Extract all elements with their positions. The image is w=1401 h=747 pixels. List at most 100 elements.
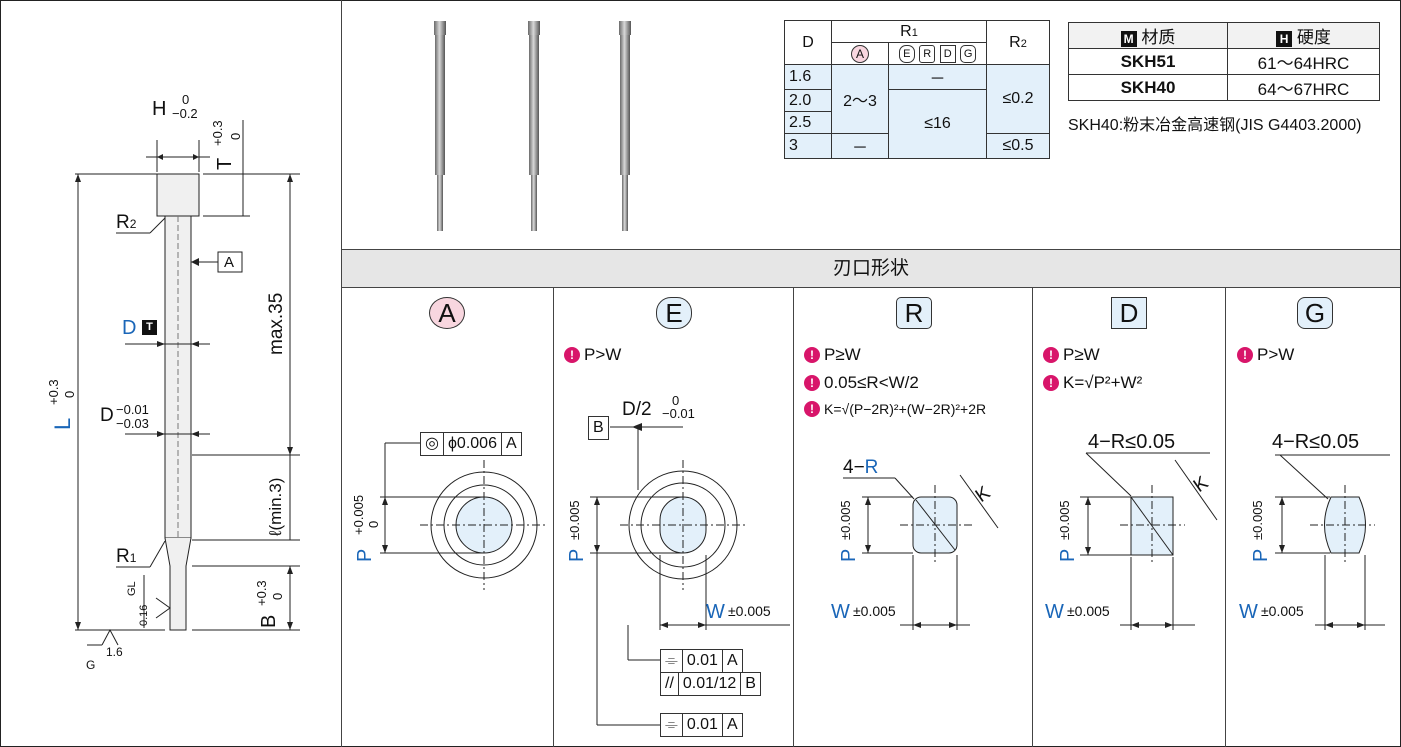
shape-e-d2-tol-bot: −0.01 <box>662 406 695 421</box>
shape-e-p-tol: ±0.005 <box>567 500 582 540</box>
r-table-d-4: 3 <box>784 133 832 159</box>
shape-d-p-label: P <box>1057 548 1079 562</box>
r2-label: R2 <box>116 212 137 233</box>
material-table: M 材质 H 硬度 SKH51 61〜64HRC SKH40 64〜67HRC <box>1068 22 1380 101</box>
r-table: D R1 R2 A E R D G 1.6 2〜3 － ≤0.2 2.0 ≤16… <box>784 20 1050 159</box>
warning-icon: ! <box>804 375 820 391</box>
shape-d-w-label: W <box>1045 601 1064 623</box>
surf-016: 0.16 <box>138 604 150 626</box>
shape-r-w-tol: ±0.005 <box>853 603 896 619</box>
t-tol-top: +0.3 <box>210 120 225 146</box>
shape-e-w-tol: ±0.005 <box>728 603 771 619</box>
max-label: max.35 <box>266 292 287 355</box>
shape-a-p-tol-top: +0.005 <box>351 494 366 535</box>
symmetry-icon: ⌯ <box>661 650 683 672</box>
material-row-2-name: SKH40 <box>1068 74 1228 101</box>
shape-r-head: R <box>896 297 932 329</box>
h-label: H <box>152 98 167 120</box>
r-table-d-3: 2.5 <box>784 111 832 134</box>
t-tol-bot: 0 <box>228 132 243 140</box>
d2-label: D <box>100 405 114 426</box>
warning-icon: ! <box>1043 347 1059 363</box>
shape-r-p-label: P <box>838 548 860 562</box>
r-table-d-1: 1.6 <box>784 64 832 90</box>
shape-g-p-label: P <box>1250 548 1272 562</box>
shape-d-w-tol: ±0.005 <box>1067 603 1110 619</box>
shape-e-d2-tol-top: 0 <box>672 393 680 408</box>
h-tol-top: 0 <box>182 92 190 107</box>
b-tol-bot: 0 <box>270 592 285 600</box>
shape-d-p-tol: ±0.005 <box>1057 500 1072 540</box>
shape-r-cond-2: !0.05≤R<W/2 <box>804 373 919 393</box>
shape-g-w-tol: ±0.005 <box>1261 603 1304 619</box>
shape-e-w-label: W <box>706 601 725 623</box>
r-table-header-d: D <box>784 20 832 65</box>
t-label: T <box>214 157 236 170</box>
warning-icon: ! <box>564 347 580 363</box>
r-table-r1erdg-merged: ≤16 <box>888 89 987 159</box>
section-title: 刃口形状 <box>342 249 1400 288</box>
shape-a-p-label: P <box>354 548 376 562</box>
parallel-icon: // <box>661 673 679 695</box>
shape-e-p-label: P <box>566 548 588 562</box>
r-table-r1a-merged: 2〜3 <box>831 64 889 134</box>
col-divider-2 <box>793 287 794 747</box>
r-table-d-2: 2.0 <box>784 89 832 112</box>
r-table-sub-erdg: E R D G <box>888 42 987 65</box>
r-table-header-r2: R2 <box>986 20 1050 65</box>
shape-d-cond-2: !K=√P²+W² <box>1043 373 1142 393</box>
shape-e-symmetry-2: ⌯ 0.01 A <box>660 713 743 737</box>
shape-e-head: E <box>656 297 692 329</box>
shape-g-w-label: W <box>1239 601 1258 623</box>
shape-e-datum-b: B <box>588 416 609 440</box>
r-table-header-r1: R1 <box>831 20 987 43</box>
r-table-r1a-last: － <box>831 133 889 159</box>
b-label: B <box>258 614 280 628</box>
d-label: D <box>122 317 137 339</box>
shape-r-cond-1: !P≥W <box>804 345 861 365</box>
g-label: G <box>86 658 96 672</box>
material-header: M 材质 <box>1068 22 1228 49</box>
gl-label: GL <box>126 581 138 596</box>
col-divider-1 <box>553 287 554 747</box>
shape-r-w-label: W <box>831 601 850 623</box>
shape-a-concentricity: ◎ ϕ0.006 A <box>420 432 522 456</box>
l-tol-top: +0.3 <box>46 379 61 405</box>
col-divider-3 <box>1032 287 1033 747</box>
shape-d-callout: 4−R≤0.05 <box>1088 431 1176 453</box>
warning-icon: ! <box>804 401 820 417</box>
shape-r-cond-3: !K=√(P−2R)²+(W−2R)²+2R <box>804 401 986 417</box>
material-note: SKH40:粉末冶金高速钢(JIS G4403.2000) <box>1068 117 1362 134</box>
shape-e-d2: D/2 <box>622 399 652 420</box>
warning-icon: ! <box>1237 347 1253 363</box>
h-tol-bot: −0.2 <box>172 106 198 121</box>
shape-g-callout: 4−R≤0.05 <box>1272 431 1360 453</box>
shape-a-p-tol-bot: 0 <box>366 520 381 528</box>
r1-label: R1 <box>116 546 137 567</box>
punch-drawing <box>75 120 300 646</box>
hardness-header: H 硬度 <box>1227 22 1380 49</box>
shape-r-p-tol: ±0.005 <box>838 500 853 540</box>
r-table-r2-last: ≤0.5 <box>986 133 1050 159</box>
shape-a-head: A <box>429 297 465 329</box>
l-tol-bot: 0 <box>62 390 77 398</box>
shape-g-head: G <box>1297 297 1333 329</box>
shape-d-head: D <box>1111 297 1147 329</box>
shape-e-symmetry-1: ⌯ 0.01 A <box>660 649 743 673</box>
d2-tol-bot: −0.03 <box>116 416 149 431</box>
r-table-sub-a: A <box>831 42 889 65</box>
l-label: L <box>50 417 75 430</box>
warning-icon: ! <box>804 347 820 363</box>
surf-16: 1.6 <box>106 645 123 659</box>
shape-g-cond-1: !P>W <box>1237 345 1294 365</box>
ell-label: ℓ(min.3) <box>266 477 285 536</box>
warning-icon: ! <box>1043 375 1059 391</box>
shape-r-callout: 4−R <box>843 457 879 478</box>
d2-tol-top: −0.01 <box>116 402 149 417</box>
shape-e-parallelism: // 0.01/12 B <box>660 672 761 696</box>
left-divider <box>341 0 342 747</box>
shape-e-cond-1: !P>W <box>564 345 621 365</box>
r-table-r1erdg-first: － <box>888 64 987 90</box>
b-tol-top: +0.3 <box>254 580 269 606</box>
d-badge: T <box>142 320 157 335</box>
